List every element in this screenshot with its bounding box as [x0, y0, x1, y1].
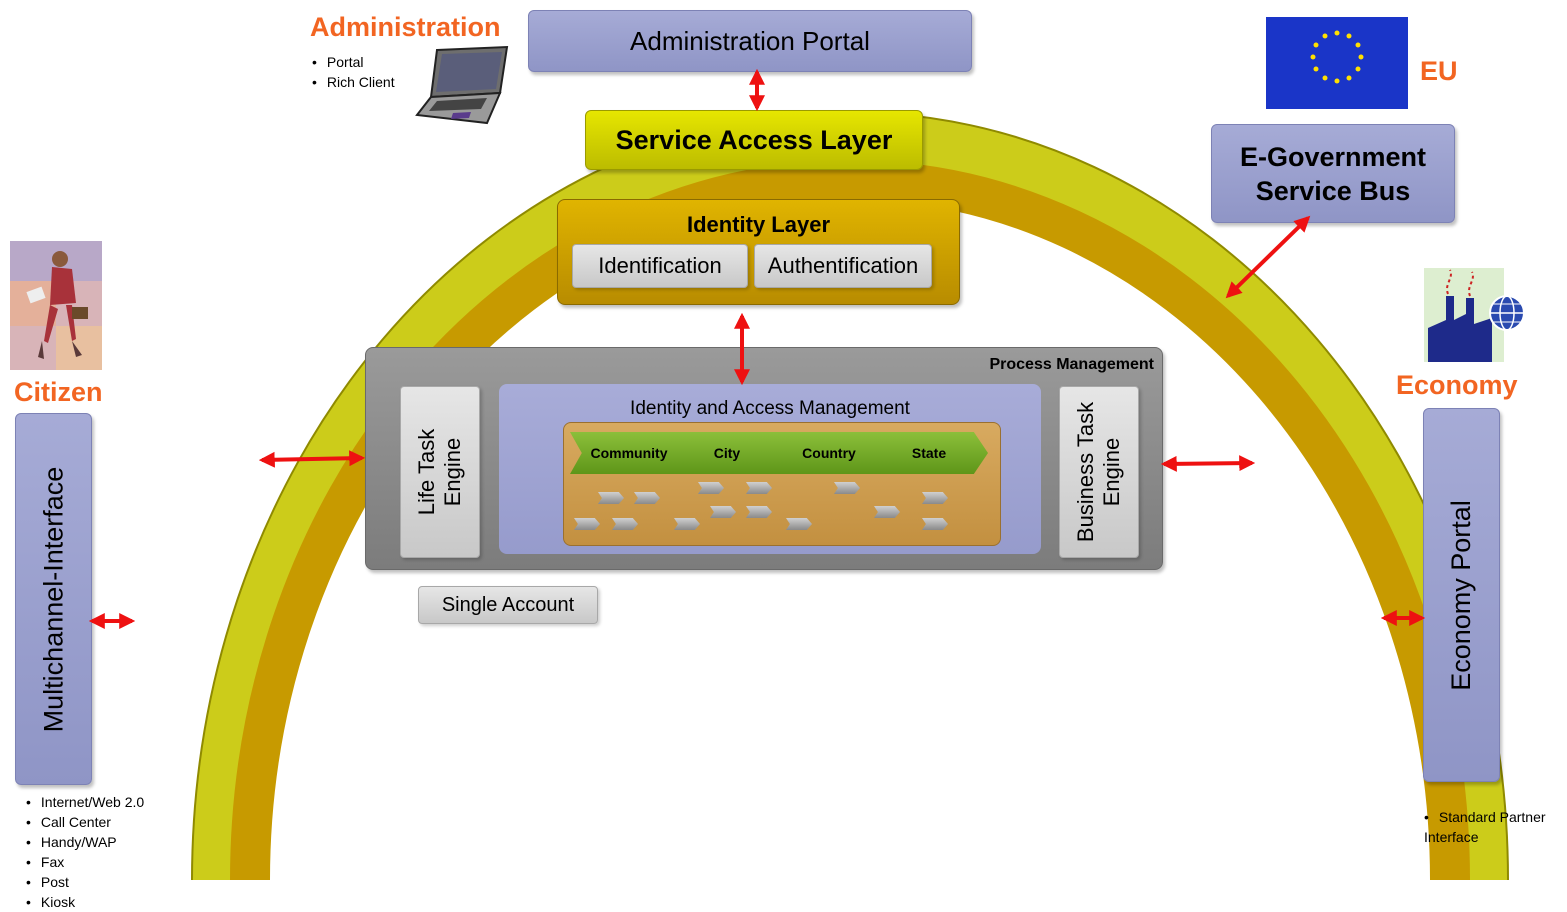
process-step [674, 518, 700, 530]
laptop-icon [415, 45, 509, 125]
identity-layer-title: Identity Layer [686, 212, 831, 237]
list-item: Handy/WAP [26, 832, 144, 852]
process-step [834, 482, 860, 494]
list-item: Post [26, 872, 144, 892]
business-task-engine-line1: Business Task [1073, 401, 1098, 543]
administration-portal: Administration Portal [528, 10, 972, 72]
single-account: Single Account [418, 586, 598, 624]
service-access-layer: Service Access Layer [585, 110, 923, 170]
level-chevron-country: Country [768, 432, 890, 474]
list-item: Kiosk [26, 892, 144, 912]
process-step [598, 492, 624, 504]
process-step [874, 506, 900, 518]
citizen-title: Citizen [14, 377, 103, 407]
business-task-engine-label: Business Task Engine [1073, 402, 1125, 542]
administration-portal-label: Administration Portal [630, 25, 870, 56]
level-chevron-community: Community [570, 432, 688, 474]
egovernment-service-bus: E-Government Service Bus [1211, 124, 1455, 223]
identification-label: Identification [598, 253, 722, 278]
process-step [922, 518, 948, 530]
identification-box: Identification [572, 244, 748, 288]
eu-label: EU [1420, 56, 1458, 86]
list-item: Portal [312, 52, 395, 72]
process-step [746, 482, 772, 494]
factory-globe-icon [1424, 268, 1525, 362]
economy-title: Economy [1396, 370, 1518, 400]
citizen-channel-list: Internet/Web 2.0 Call Center Handy/WAP F… [26, 792, 144, 912]
list-item: Call Center [26, 812, 144, 832]
single-account-label: Single Account [441, 593, 575, 616]
level-chevron-state: State [870, 432, 988, 474]
list-item: Rich Client [312, 72, 395, 92]
iam-title: Identity and Access Management [630, 398, 910, 419]
multichannel-interface-label: Multichannel-Interface [38, 466, 69, 732]
process-step [634, 492, 660, 504]
egov-bus-line1: E-Government [1239, 141, 1427, 172]
level-chevron-city: City [668, 432, 786, 474]
service-access-layer-label: Service Access Layer [615, 124, 893, 155]
process-step [574, 518, 600, 530]
administration-title: Administration [310, 12, 501, 42]
life-task-engine-line2: Engine [440, 437, 466, 507]
life-task-engine-line1: Life Task [414, 428, 440, 516]
administration-list: Portal Rich Client [312, 52, 395, 92]
eu-flag-icon [1266, 17, 1408, 109]
authentification-label: Authentification [767, 253, 919, 278]
life-task-engine-label: Life Task Engine [414, 429, 466, 515]
business-task-engine-line2: Engine [1099, 437, 1124, 507]
multichannel-interface: Multichannel-Interface [15, 413, 92, 785]
list-item: Fax [26, 852, 144, 872]
egov-bus-line2: Service Bus [1255, 175, 1411, 206]
list-item-text: Standard Partner Interface [1424, 809, 1546, 845]
economy-interface-list: Standard Partner Interface [1424, 807, 1564, 847]
process-step [710, 506, 736, 518]
process-step [746, 506, 772, 518]
process-step [612, 518, 638, 530]
process-step [786, 518, 812, 530]
list-item: Standard Partner Interface [1424, 807, 1564, 847]
process-management-title: Process Management [989, 356, 1154, 373]
list-item: Internet/Web 2.0 [26, 792, 144, 812]
economy-portal: Economy Portal [1423, 408, 1500, 782]
identity-layer: Identity Layer Identification Authentifi… [557, 199, 960, 305]
process-step [698, 482, 724, 494]
process-step [922, 492, 948, 504]
life-task-engine: Life Task Engine [400, 386, 480, 558]
business-task-engine: Business Task Engine [1059, 386, 1139, 558]
authentification-box: Authentification [754, 244, 932, 288]
economy-portal-label: Economy Portal [1446, 499, 1476, 691]
citizen-person-icon [10, 241, 102, 370]
